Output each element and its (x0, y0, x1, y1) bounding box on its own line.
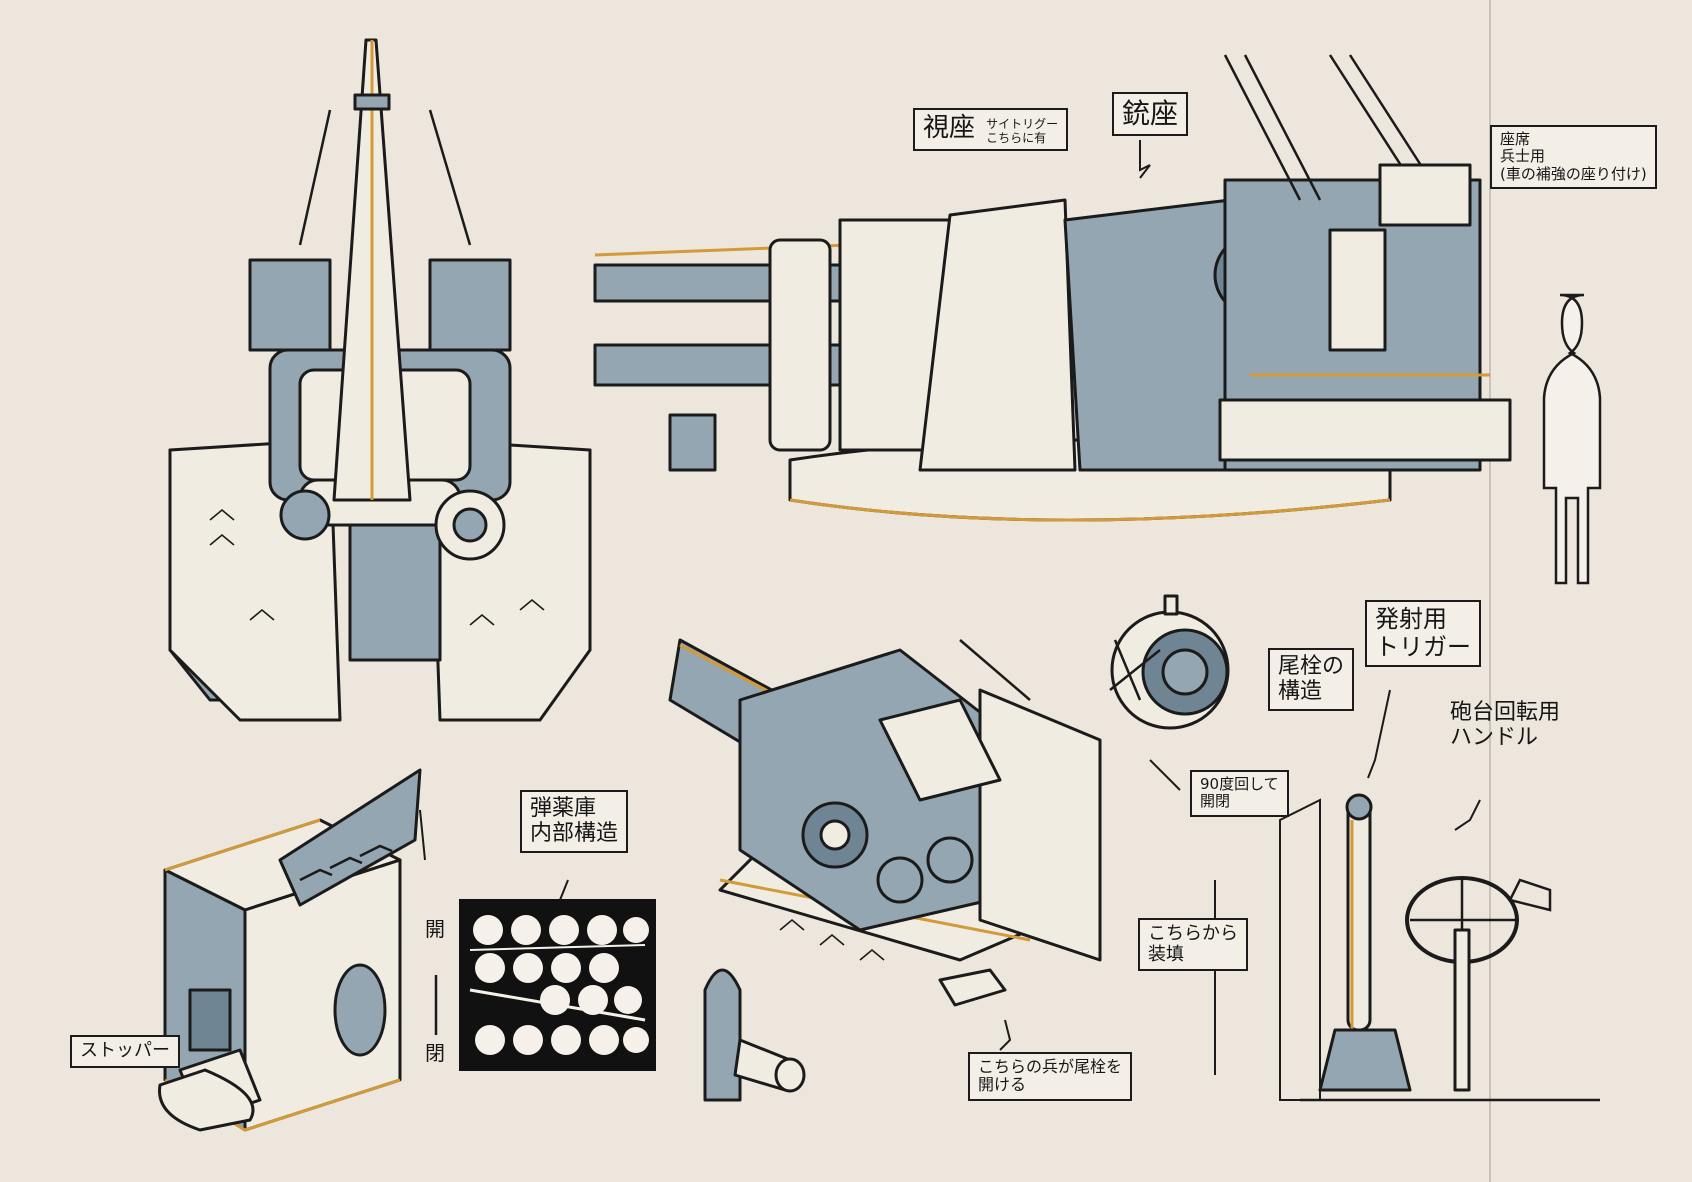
human-scale-silhouette (1542, 293, 1602, 585)
breech-mechanism-view (668, 638, 1102, 1007)
magazine-interior-diagram (434, 899, 656, 1071)
annotation-open: 開 (425, 917, 445, 941)
annotation-turret-handle: 砲台回転用 ハンドル (1450, 700, 1561, 751)
annotation-gun-seat: 銃座 (1112, 92, 1189, 137)
breech-detail (1109, 594, 1230, 730)
gun-side-view (593, 54, 1602, 585)
trigger-and-handwheel (1279, 793, 1600, 1102)
annotation-magazine-interior: 弾薬庫 内部構造 (520, 790, 629, 853)
annotation-firing-trigger: 発射用 トリガー (1365, 600, 1481, 668)
annotation-breech-structure: 尾栓の 構造 (1268, 648, 1355, 711)
loose-shell (158, 1068, 255, 1132)
annotation-load-here: こちらから 装填 (1138, 918, 1248, 972)
ammo-magazine-box (163, 768, 422, 1132)
sight-seat-text: 視座 (923, 113, 976, 143)
annotation-sight-seat: 視座 サイトリグー こちらに有 (913, 108, 1069, 152)
annotation-stopper: ストッパー (70, 1035, 180, 1068)
annotation-soldier-opens-breech: こちらの兵が尾栓を 開ける (968, 1052, 1133, 1101)
annotation-closed: 閉 (425, 1041, 445, 1065)
gun-front-view (168, 38, 592, 722)
annotation-rotate-open: 90度回して 開閉 (1190, 770, 1289, 817)
sight-seat-note-text: サイトリグー こちらに有 (986, 116, 1059, 145)
annotation-seat: 座席 兵士用 (車の補強の座り付け) (1490, 125, 1657, 189)
standing-shells (703, 968, 806, 1102)
